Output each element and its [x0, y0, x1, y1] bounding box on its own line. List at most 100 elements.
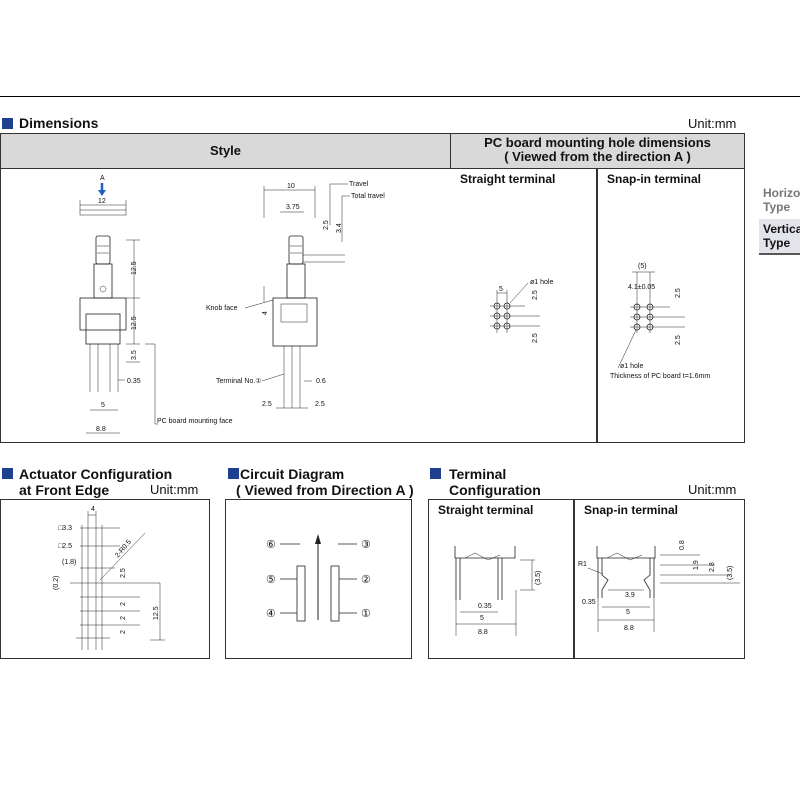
dim-label: 8.8 — [624, 625, 634, 632]
dim-label: 2.5 — [323, 220, 330, 230]
actuator-title-line1: Actuator Configuration — [19, 466, 173, 482]
dim-label: (3.5) — [535, 571, 542, 585]
direction-arrowhead-icon — [98, 190, 106, 196]
section-marker-icon — [228, 468, 239, 479]
dim-label: 8.8 — [478, 629, 488, 636]
dim-label: 2.5 — [532, 333, 539, 343]
dim-label: 12.5 — [131, 261, 138, 275]
switch-front-view: 12 12.5 12.5 3.5 0.35 5 8.8 PC board mou… — [79, 198, 233, 434]
terminal-title-line1: Terminal — [449, 466, 507, 482]
pcb-divider — [596, 168, 598, 443]
dim-label: (0.2) — [53, 576, 60, 590]
pcb-face-label: PC board mounting face — [157, 418, 233, 425]
hole-label: ø1 hole — [620, 363, 643, 370]
top-rule — [0, 96, 800, 97]
dim-label: 2.8 — [709, 562, 716, 572]
dim-label: 12.5 — [153, 606, 160, 620]
style-header: Style — [0, 133, 451, 169]
terminal-divider — [573, 499, 575, 659]
terminal-panel — [428, 499, 745, 659]
knob-face-label: Knob face — [206, 305, 238, 312]
circuit-title-line2: ( Viewed from Direction A ) — [236, 482, 414, 498]
dim-label: 4 — [91, 506, 95, 513]
section-marker-icon — [2, 118, 13, 129]
section-marker-icon — [2, 468, 13, 479]
dimensions-title: Dimensions — [19, 115, 99, 131]
thickness-label: Thickness of PC board t=1.6mm — [610, 373, 710, 380]
dim-label: (5) — [638, 263, 647, 270]
dimensions-unit: Unit:mm — [688, 116, 737, 131]
style-header-label: Style — [209, 143, 242, 158]
pcb-header-line1: PC board mounting hole dimensions — [484, 135, 711, 150]
dim-label: 4.1±0.05 — [628, 284, 655, 291]
terminal-2-label: ② — [361, 574, 371, 586]
dim-label: 2 — [120, 616, 127, 620]
terminal-straight-view: (3.5) 0.35 5 8.8 — [454, 546, 542, 636]
dim-label: 2.5 — [532, 290, 539, 300]
hole-pattern-snapin: (5) 4.1±0.05 2.5 2.5 ø1 hole Thickness o… — [610, 263, 710, 380]
dim-label: 2.5 — [675, 288, 682, 298]
pcb-header-line2: ( Viewed from the direction A ) — [504, 149, 691, 164]
dim-label: (1.8) — [62, 559, 76, 566]
dim-label: 5 — [626, 609, 630, 616]
dim-label: (3.5) — [727, 566, 734, 580]
dim-label: 5 — [101, 402, 105, 409]
side-tab-horizontal[interactable]: Horizo Type — [759, 183, 800, 217]
side-tab-label: Type — [763, 236, 791, 250]
dim-label: 0.35 — [127, 378, 141, 385]
terminal-straight-label: Straight terminal — [438, 503, 534, 517]
terminal-5-label: ⑤ — [266, 574, 276, 586]
terminal-4-label: ④ — [266, 608, 276, 620]
terminal-1-label: ① — [361, 608, 371, 620]
dim-label: 12 — [98, 198, 106, 205]
terminal-title-line2: Configuration — [449, 482, 541, 498]
switch-side-view: 10 3.75 Travel Total travel 2.5 3.4 4 Kn… — [206, 181, 385, 409]
dim-label: A — [100, 175, 105, 182]
actuator-panel — [0, 499, 210, 659]
hole-pattern-straight: 5 ø1 hole 2.5 2.5 — [490, 279, 553, 343]
side-tab-vertical[interactable]: Vertica Type — [759, 219, 800, 255]
dim-label: □2.5 — [58, 543, 72, 550]
dim-label: 4 — [262, 311, 269, 315]
dim-label: R1 — [578, 561, 587, 568]
actuator-title-line2: at Front Edge — [19, 482, 110, 498]
dim-label: 2 — [120, 630, 127, 634]
side-tab-label: Horizo — [763, 186, 800, 200]
dim-label: 2.5 — [315, 401, 325, 408]
terminal-3-label: ③ — [361, 539, 371, 551]
dim-label: 2.5 — [675, 335, 682, 345]
travel-label: Travel — [349, 181, 369, 188]
pcb-snapin-label: Snap-in terminal — [607, 172, 702, 186]
terminal-snapin-view: R1 0.8 1.9 2.8 (3.5) 3.9 0.35 5 8.8 — [578, 540, 740, 632]
side-tab-label: Vertica — [763, 222, 800, 236]
dim-label: 3.4 — [336, 223, 343, 233]
dim-label: 5 — [499, 286, 503, 293]
dim-label: 0.6 — [316, 378, 326, 385]
dim-label: 0.35 — [478, 603, 492, 610]
dim-label: □3.3 — [58, 525, 72, 532]
dim-label: 8.8 — [96, 426, 106, 433]
dim-label: 0.35 — [582, 599, 596, 606]
dim-label: 3.9 — [625, 592, 635, 599]
hole-label: ø1 hole — [530, 279, 553, 286]
dim-label: 10 — [287, 183, 295, 190]
terminal-6-label: ⑥ — [266, 539, 276, 551]
dim-label: 3.5 — [131, 350, 138, 360]
dim-label: 2.5 — [262, 401, 272, 408]
terminal-no-label: Terminal No.① — [216, 377, 262, 385]
pcb-header: PC board mounting hole dimensions ( View… — [450, 133, 745, 169]
dim-label: 5 — [480, 615, 484, 622]
dim-label: 3.75 — [286, 204, 300, 211]
dim-label: 2.5 — [120, 568, 127, 578]
terminal-unit: Unit:mm — [688, 482, 737, 497]
terminal-snapin-label: Snap-in terminal — [584, 503, 679, 517]
dim-label: 1.9 — [693, 560, 700, 570]
total-travel-label: Total travel — [351, 193, 385, 200]
dim-label: 2 — [120, 602, 127, 606]
side-tab-label: Type — [763, 200, 791, 214]
circuit-title-line1: Circuit Diagram — [240, 466, 345, 482]
